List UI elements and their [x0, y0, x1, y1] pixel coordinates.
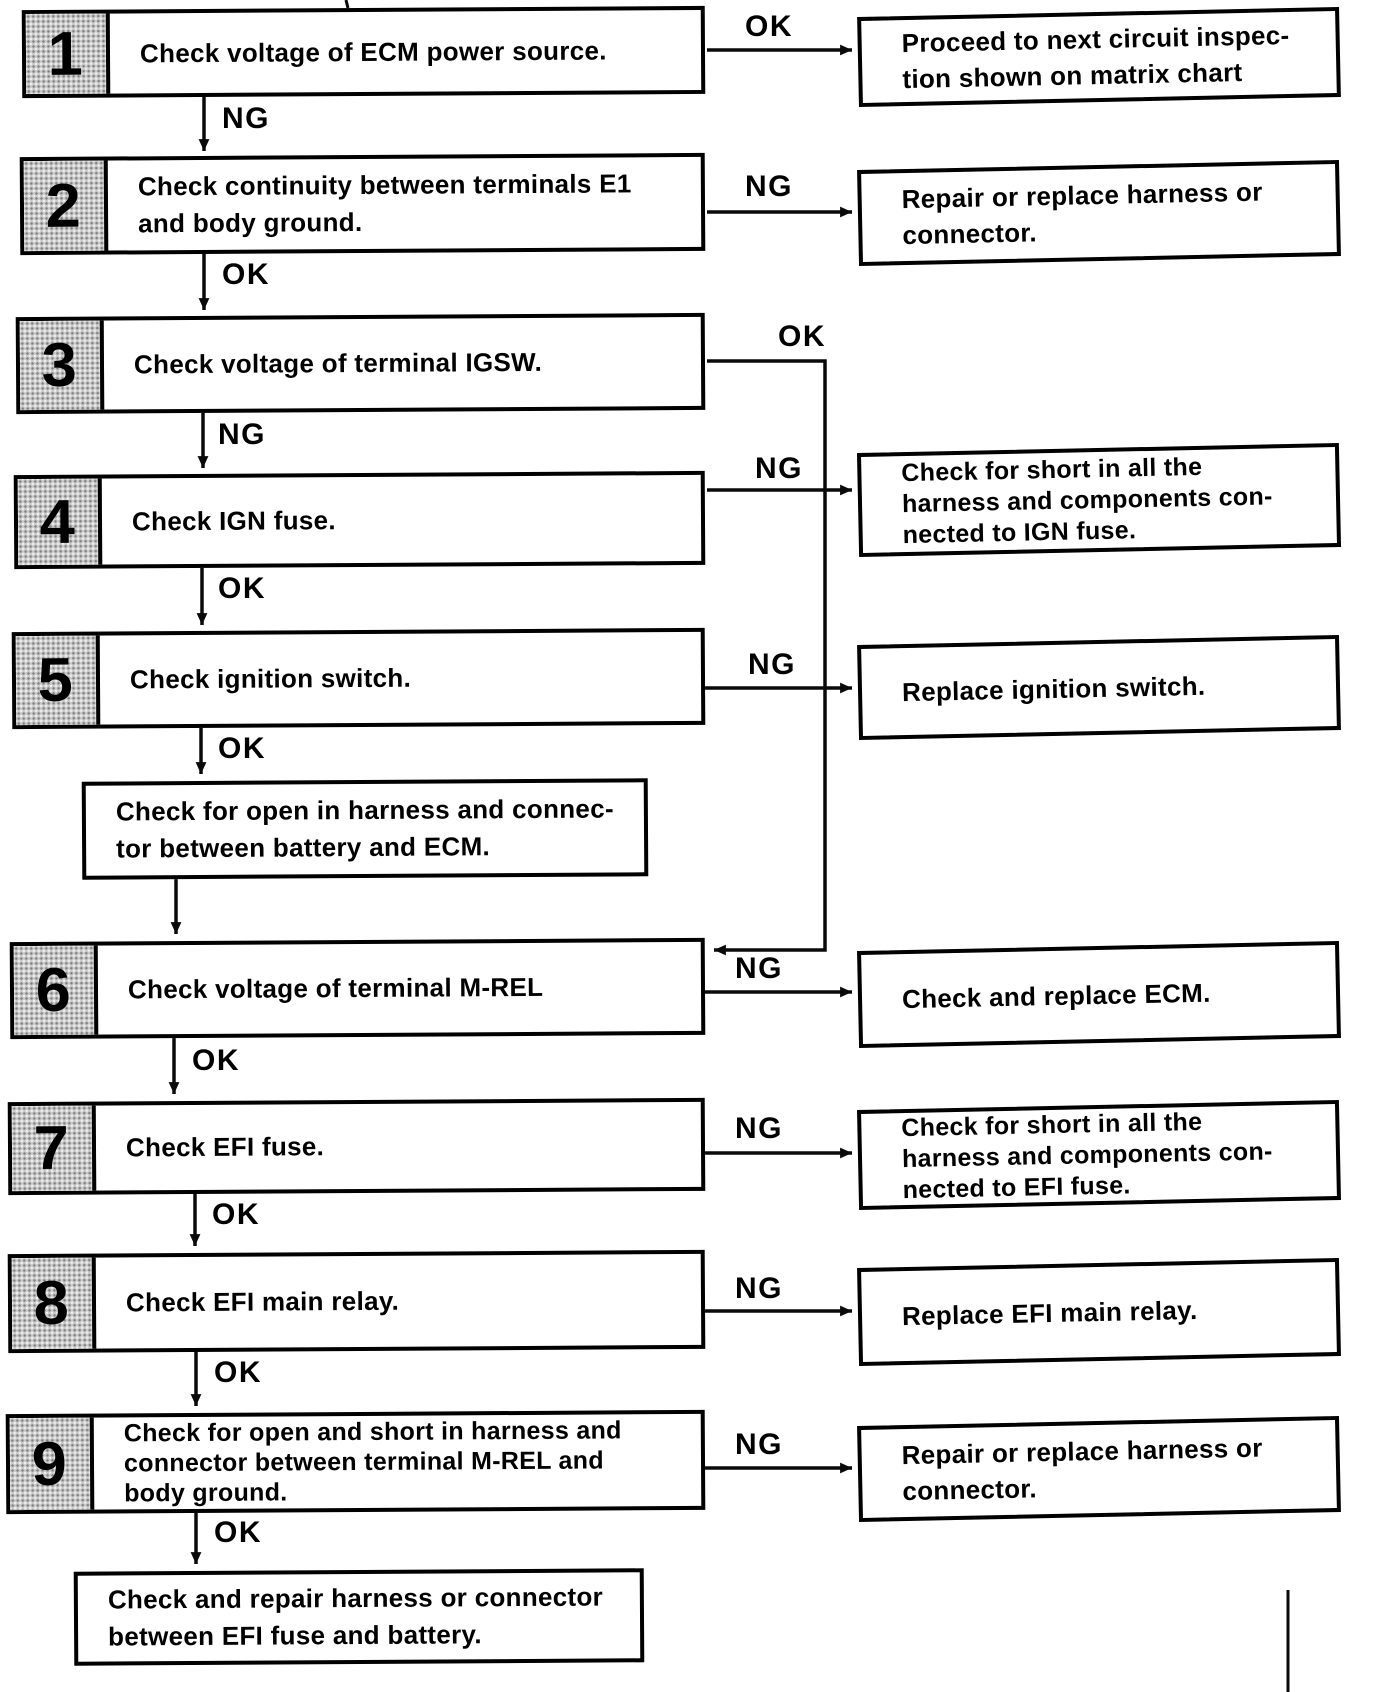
- step-4-number: 4: [39, 487, 77, 557]
- action-text-line: connector.: [902, 1473, 1038, 1507]
- step-9-text: Check for open and short in harness and …: [94, 1414, 702, 1510]
- edge-label-step4-branch: NG: [755, 452, 803, 485]
- step-3-number-tile: 3: [19, 320, 105, 411]
- action-short-efi-fuse-box: Check for short in all the harness and c…: [857, 1099, 1341, 1211]
- step-4-text-line: Check IGN fuse.: [131, 504, 336, 536]
- edge-label-step7-branch: NG: [735, 1112, 783, 1145]
- action-text-line: Replace ignition switch.: [901, 670, 1206, 707]
- connector-step3-ok-to-step6: [707, 359, 827, 956]
- step-8-box: 8 Check EFI main relay.: [7, 1249, 706, 1354]
- step-3-box: 3 Check voltage of terminal IGSW.: [15, 312, 706, 415]
- step-3-text-line: Check voltage of terminal IGSW.: [133, 346, 543, 380]
- action-replace-ignition-switch-box: Replace ignition switch.: [857, 634, 1341, 741]
- edge-label-step6-branch: NG: [735, 952, 783, 985]
- step-2-box: 2 Check continuity between terminals E1 …: [19, 152, 706, 256]
- step-8-text: Check EFI main relay.: [96, 1254, 702, 1349]
- check-battery-ecm-line: Check for open in harness and connec-: [115, 793, 614, 827]
- step-1-number-tile: 1: [25, 13, 111, 95]
- step-2-text: Check continuity between terminals E1 an…: [108, 157, 702, 251]
- action-text-line: tion shown on matrix chart: [902, 57, 1243, 95]
- action-proceed-matrix-box: Proceed to next circuit inspec- tion sho…: [857, 6, 1341, 108]
- edge-label-step3-down: NG: [218, 418, 266, 451]
- action-replace-efi-main-relay-box: Replace EFI main relay.: [857, 1257, 1341, 1367]
- step-4-text: Check IGN fuse.: [102, 475, 702, 565]
- step-9-box: 9 Check for open and short in harness an…: [5, 1409, 706, 1515]
- action-text-line: connector.: [902, 217, 1038, 251]
- step-6-number-tile: 6: [13, 945, 99, 1036]
- step-9-number-tile: 9: [9, 1417, 95, 1511]
- edge-label-step2-branch: NG: [745, 170, 793, 203]
- edge-label-step5-branch: NG: [748, 648, 796, 681]
- step-7-number: 7: [33, 1113, 71, 1183]
- edge-label-step9-down: OK: [214, 1516, 262, 1549]
- check-efi-fuse-battery-box: Check and repair harness or connector be…: [73, 1568, 645, 1666]
- step-5-number: 5: [37, 645, 75, 715]
- step-5-box: 5 Check ignition switch.: [11, 627, 706, 730]
- edge-label-step3-branch: OK: [778, 320, 826, 353]
- edge-label-step8-down: OK: [214, 1356, 262, 1389]
- step-4-box: 4 Check IGN fuse.: [13, 470, 706, 570]
- check-efi-fuse-battery-line: Check and repair harness or connector: [107, 1581, 604, 1615]
- step-9-text-line: body ground.: [124, 1478, 288, 1508]
- step-1-text: Check voltage of ECM power source.: [110, 10, 701, 94]
- step-5-number-tile: 5: [15, 635, 101, 726]
- step-6-text-line: Check voltage of terminal M-REL: [127, 971, 544, 1005]
- step-7-number-tile: 7: [11, 1105, 97, 1192]
- step-2-text-line: Check continuity between terminals E1: [137, 168, 632, 202]
- edge-label-step4-down: OK: [218, 572, 266, 605]
- edge-label-step7-down: OK: [212, 1198, 260, 1231]
- step-3-number: 3: [41, 330, 79, 400]
- step-2-text-line: and body ground.: [138, 207, 363, 239]
- edge-label-step9-branch: NG: [735, 1428, 783, 1461]
- step-4-number-tile: 4: [17, 478, 103, 566]
- step-3-text: Check voltage of terminal IGSW.: [104, 317, 702, 410]
- check-battery-ecm-box: Check for open in harness and connec- to…: [81, 778, 649, 880]
- step-8-number-tile: 8: [11, 1257, 97, 1350]
- step-6-number: 6: [35, 955, 73, 1025]
- check-battery-ecm-line: tor between battery and ECM.: [116, 831, 491, 864]
- action-text-line: Replace EFI main relay.: [901, 1294, 1198, 1332]
- step-5-text: Check ignition switch.: [100, 632, 702, 725]
- check-efi-fuse-battery-line: between EFI fuse and battery.: [108, 1619, 482, 1652]
- step-1-text-line: Check voltage of ECM power source.: [139, 35, 607, 68]
- edge-label-step1-down: NG: [222, 102, 270, 135]
- step-2-number-tile: 2: [23, 160, 109, 252]
- action-repair-harness-box: Repair or replace harness or connector.: [857, 159, 1341, 267]
- step-6-text: Check voltage of terminal M-REL: [98, 942, 702, 1035]
- action-text-line: Check and replace ECM.: [901, 977, 1211, 1014]
- step-8-number: 8: [33, 1268, 71, 1338]
- step-2-number: 2: [45, 171, 83, 241]
- edge-label-step6-down: OK: [192, 1044, 240, 1077]
- step-9-text-line: connector between terminal M-REL and: [123, 1446, 604, 1478]
- step-7-box: 7 Check EFI fuse.: [7, 1097, 706, 1196]
- step-9-number: 9: [31, 1429, 69, 1499]
- step-7-text-line: Check EFI fuse.: [125, 1131, 325, 1163]
- edge-label-step1-branch: OK: [745, 10, 793, 43]
- edge-label-step8-branch: NG: [735, 1272, 783, 1305]
- step-6-box: 6 Check voltage of terminal M-REL: [9, 937, 706, 1040]
- step-5-text-line: Check ignition switch.: [129, 662, 412, 695]
- action-check-replace-ecm-box: Check and replace ECM.: [857, 940, 1341, 1049]
- step-9-text-line: Check for open and short in harness and: [123, 1416, 622, 1448]
- edge-label-step5-down: OK: [218, 732, 266, 765]
- step-1-number: 1: [47, 19, 85, 89]
- step-8-text-line: Check EFI main relay.: [125, 1285, 400, 1318]
- step-1-box: 1 Check voltage of ECM power source.: [21, 5, 706, 99]
- action-short-ign-fuse-box: Check for short in all the harness and c…: [856, 442, 1342, 558]
- edge-label-step2-down: OK: [222, 258, 270, 291]
- scan-artifact-mark: [344, 0, 350, 9]
- step-7-text: Check EFI fuse.: [96, 1102, 702, 1191]
- action-repair-harness-box-2: Repair or replace harness or connector.: [857, 1415, 1341, 1523]
